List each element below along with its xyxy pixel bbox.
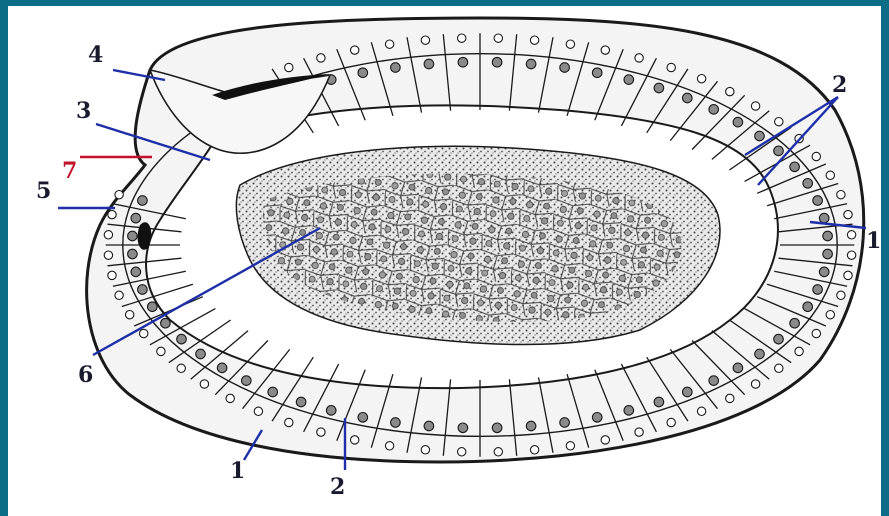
label-1-bottom: 1 <box>230 458 245 484</box>
label-2-top-right: 2 <box>832 72 847 98</box>
label-6: 6 <box>78 362 93 388</box>
label-7: 7 <box>62 158 77 184</box>
label-4: 4 <box>88 42 103 68</box>
label-3: 3 <box>76 98 91 124</box>
embryo-cross-section-diagram: 4 3 7 5 6 2 1 1 2 <box>8 6 881 516</box>
label-1-right: 1 <box>866 228 881 254</box>
label-2-bottom: 2 <box>330 474 345 500</box>
label-5: 5 <box>36 178 51 204</box>
diagram-frame: 4 3 7 5 6 2 1 1 2 <box>8 6 881 516</box>
